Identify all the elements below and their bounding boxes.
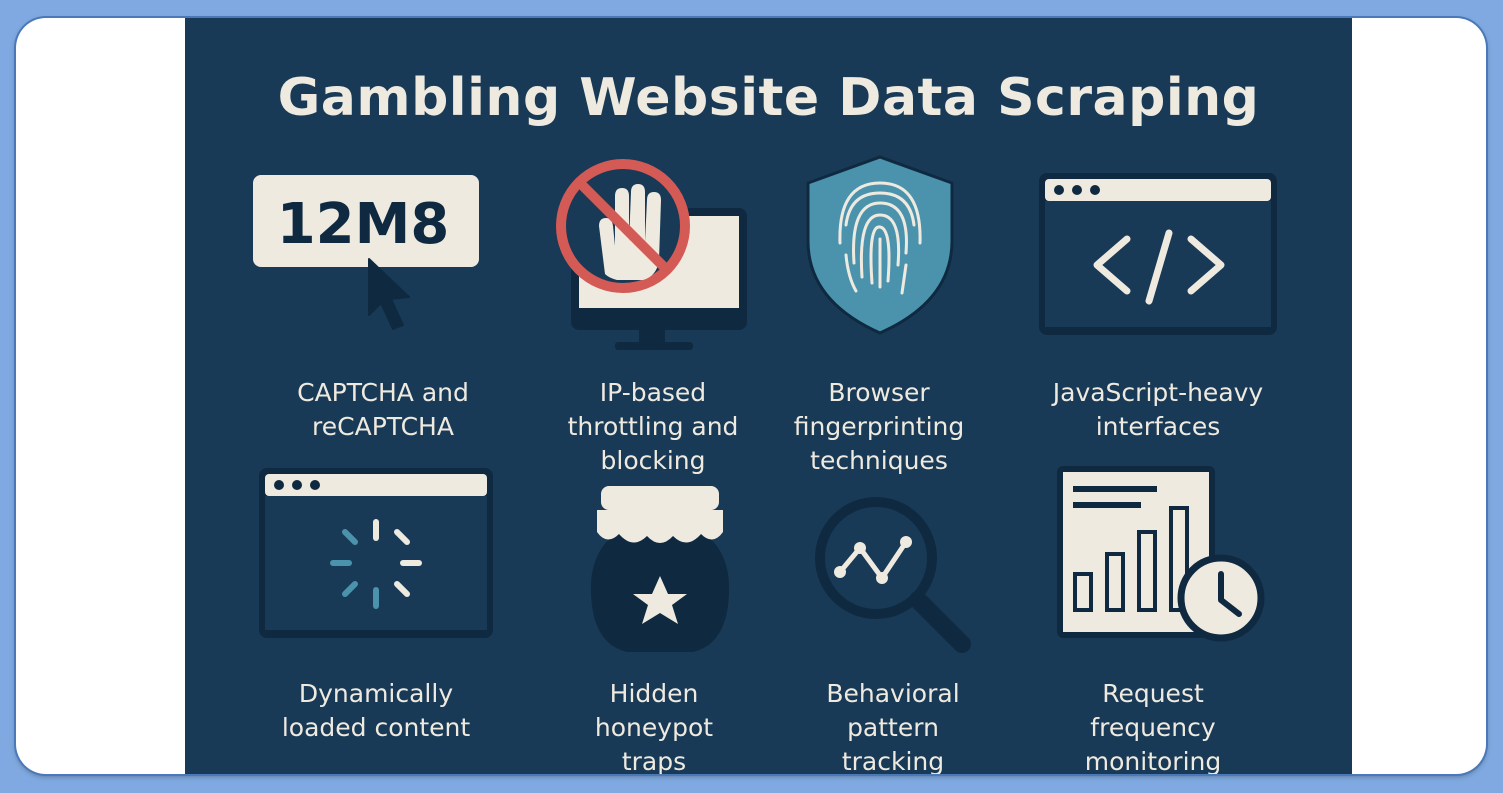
loading-window-icon: [259, 468, 493, 638]
fingerprint-shield-icon: [806, 155, 954, 335]
honeypot-jar-icon: [590, 486, 730, 652]
captcha-code: 12M8: [277, 192, 450, 257]
blocked-hand-monitor-icon: [556, 159, 747, 350]
chart-clock-icon: [1057, 466, 1265, 642]
image-frame: Gambling Website Data Scraping 12M8: [16, 18, 1486, 774]
code-window-icon: [1039, 173, 1277, 335]
captcha-icon: 12M8: [253, 175, 479, 330]
infographic-panel: Gambling Website Data Scraping 12M8: [185, 18, 1352, 774]
page-title: Gambling Website Data Scraping: [277, 68, 1260, 128]
magnifier-graph-icon: [815, 497, 971, 653]
